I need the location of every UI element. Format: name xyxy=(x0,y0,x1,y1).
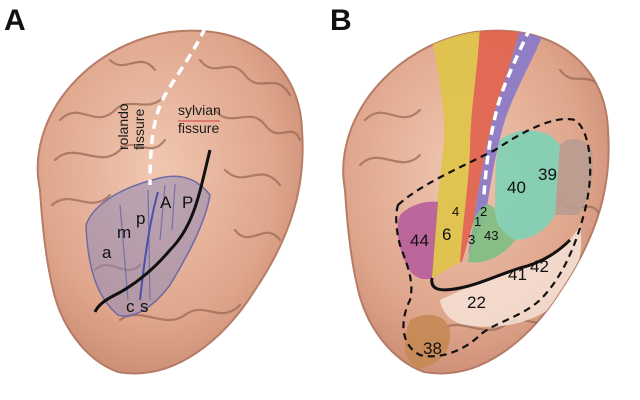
area-39-region xyxy=(555,138,593,215)
svg-text:sylvian: sylvian xyxy=(178,102,221,118)
panel-a-rolando-fissure xyxy=(148,27,207,186)
area-3-label: 3 xyxy=(468,232,475,247)
brain-b-colored-areas xyxy=(358,30,607,368)
panel-a-subregion-labels: a m p A P c s xyxy=(102,193,193,316)
sylvian-label: sylvian fissure xyxy=(178,102,221,136)
panel-a-letter: A xyxy=(4,4,26,37)
panel-a-division-lines xyxy=(119,183,176,301)
area-44-label: 44 xyxy=(410,231,429,250)
area-38-region xyxy=(404,314,451,368)
svg-text:fissure: fissure xyxy=(178,120,219,136)
panel-b-letter: B xyxy=(330,4,352,37)
area-22-label: 22 xyxy=(467,293,486,312)
area-38-label: 38 xyxy=(423,339,442,358)
area-1-label: 1 xyxy=(474,214,481,229)
subregion-p: p xyxy=(136,209,145,228)
subregion-A: A xyxy=(160,193,172,212)
svg-text:rolando: rolando xyxy=(115,103,131,150)
area-43-region xyxy=(468,204,515,263)
svg-text:fissure: fissure xyxy=(131,109,147,150)
area-2-label: 2 xyxy=(480,204,487,219)
subregion-P: P xyxy=(182,193,193,212)
subregion-c: c xyxy=(126,297,135,316)
panel-a-central-sulcus-line xyxy=(139,191,159,301)
panel-a-sylvian-fissure xyxy=(93,149,212,313)
panel-b-central-sulcus xyxy=(482,27,532,196)
panel-a: A rolando fissure sylv xyxy=(4,4,304,375)
area-43-label: 43 xyxy=(484,228,498,243)
subregion-m: m xyxy=(117,223,131,242)
area-39-label: 39 xyxy=(538,165,557,184)
area-40-region xyxy=(495,130,560,240)
rolando-label: rolando fissure xyxy=(115,103,147,150)
area-42-label: 42 xyxy=(530,257,549,276)
panel-b-area-labels: 44 6 4 3 1 2 43 40 39 22 41 42 38 xyxy=(410,165,557,358)
area-41-label: 41 xyxy=(508,265,527,284)
subregion-a: a xyxy=(102,243,112,262)
temporal-light-region xyxy=(440,225,582,327)
panel-b-dashed-boundary xyxy=(395,117,592,358)
panel-b-sylvian-fissure xyxy=(430,238,572,292)
area-6-region xyxy=(430,30,480,278)
area-6-label: 6 xyxy=(442,225,451,244)
area-44-region xyxy=(397,201,438,280)
panel-b: B xyxy=(330,4,610,375)
area-3-1-2-region xyxy=(468,30,545,255)
area-4-region xyxy=(460,30,522,262)
area-4-label: 4 xyxy=(452,204,459,219)
area-40-label: 40 xyxy=(507,178,526,197)
subregion-s: s xyxy=(140,297,149,316)
